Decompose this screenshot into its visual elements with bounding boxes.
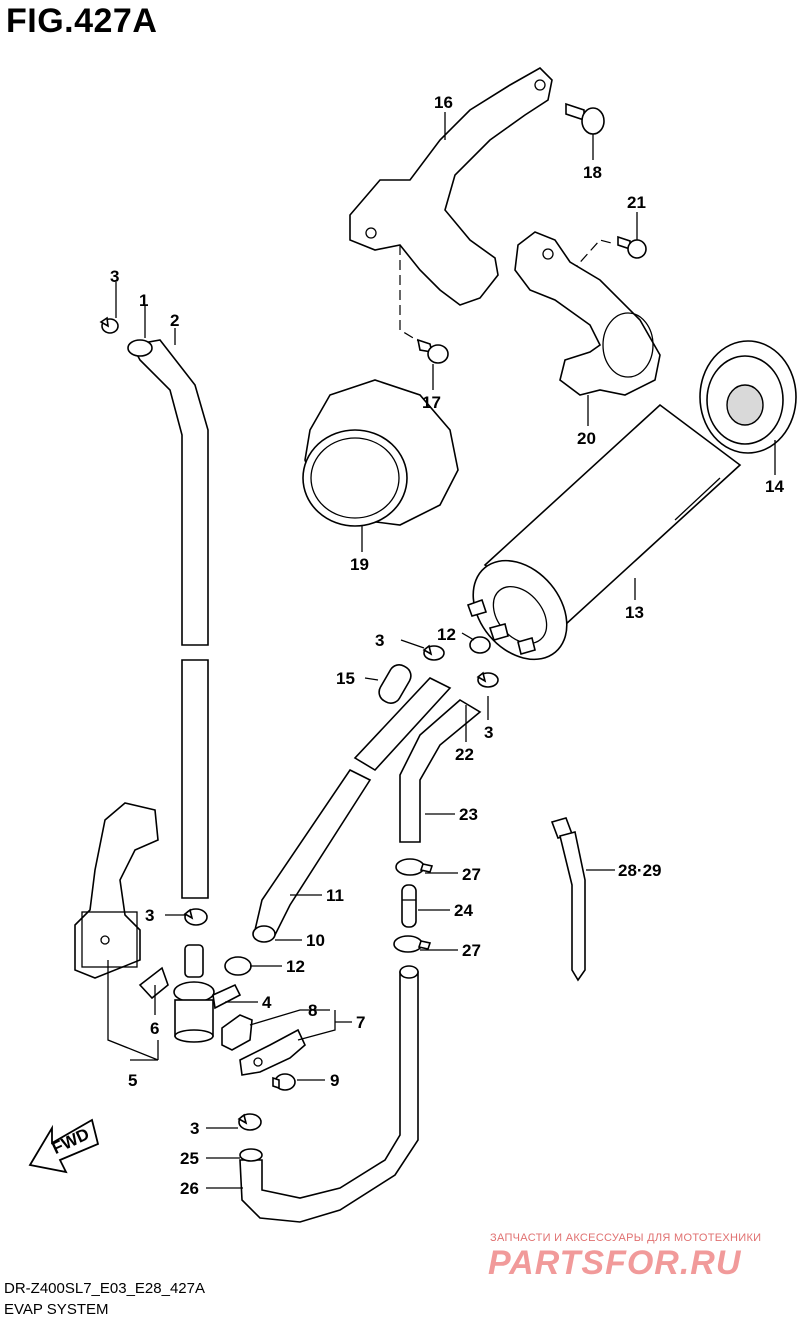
callout-24: 24 bbox=[454, 901, 473, 920]
callout-27-upper: 27 bbox=[462, 865, 481, 884]
part-3-clamp-bottom[interactable] bbox=[237, 1113, 262, 1131]
leader-lines bbox=[107, 112, 776, 1189]
watermark-logo: PARTSFOR.RU bbox=[488, 1244, 742, 1282]
callout-10: 10 bbox=[306, 931, 325, 950]
callout-3-top: 3 bbox=[110, 267, 119, 286]
callout-15: 15 bbox=[336, 669, 355, 688]
figure-code: DR-Z400SL7_E03_E28_427A bbox=[4, 1280, 205, 1297]
callout-2: 2 bbox=[170, 311, 179, 330]
callout-3-left: 3 bbox=[145, 906, 154, 925]
part-3-clamp-canister-left[interactable] bbox=[422, 644, 445, 661]
callout-12-canister: 12 bbox=[437, 625, 456, 644]
callout-9: 9 bbox=[330, 1071, 339, 1090]
figure-title: FIG.427A bbox=[6, 2, 158, 40]
watermark-caption: ЗАПЧАСТИ И АКСЕССУАРЫ ДЛЯ МОТОТЕХНИКИ bbox=[490, 1232, 762, 1244]
part-3-clamp-top[interactable] bbox=[99, 316, 119, 334]
part-4-valve[interactable] bbox=[173, 944, 242, 1043]
callout-28-29: 28·29 bbox=[618, 861, 661, 880]
part-26-hose[interactable] bbox=[239, 965, 419, 1223]
callout-25: 25 bbox=[180, 1149, 199, 1168]
callout-14: 14 bbox=[765, 477, 784, 496]
callout-27-lower: 27 bbox=[462, 941, 481, 960]
figure-name: EVAP SYSTEM bbox=[4, 1301, 109, 1318]
callout-22: 22 bbox=[455, 745, 474, 764]
callout-3-canister-right: 3 bbox=[484, 723, 493, 742]
callout-17: 17 bbox=[422, 393, 441, 412]
part-25-fitting[interactable] bbox=[239, 1148, 263, 1162]
part-13-canister[interactable] bbox=[454, 403, 742, 678]
callout-3-bottom: 3 bbox=[190, 1119, 199, 1138]
part-28-29-cable-tie[interactable] bbox=[550, 817, 586, 982]
part-17-bolt[interactable] bbox=[416, 338, 449, 364]
callout-21: 21 bbox=[627, 193, 646, 212]
part-3-clamp-canister-right[interactable] bbox=[476, 671, 499, 688]
callout-8: 8 bbox=[308, 1001, 317, 1020]
callout-23: 23 bbox=[459, 805, 478, 824]
part-7-bracket[interactable] bbox=[239, 1028, 306, 1076]
callout-11: 11 bbox=[326, 886, 344, 905]
callout-26: 26 bbox=[180, 1179, 199, 1198]
callout-13: 13 bbox=[625, 603, 644, 622]
callout-6: 6 bbox=[150, 1019, 159, 1038]
callout-12-lower: 12 bbox=[286, 957, 305, 976]
callout-4: 4 bbox=[262, 993, 272, 1012]
part-27-clamp-upper[interactable] bbox=[395, 858, 434, 876]
part-12-clamp-canister[interactable] bbox=[469, 636, 491, 654]
part-14-cap[interactable] bbox=[699, 340, 797, 454]
callout-1: 1 bbox=[139, 291, 148, 310]
fwd-arrow-icon: FWD bbox=[28, 1118, 100, 1174]
part-19-cover[interactable] bbox=[302, 379, 459, 527]
part-8-clip[interactable] bbox=[221, 1014, 253, 1051]
callout-16: 16 bbox=[434, 93, 453, 112]
callout-19: 19 bbox=[350, 555, 369, 574]
callout-18: 18 bbox=[583, 163, 602, 182]
callout-5: 5 bbox=[128, 1071, 137, 1090]
part-5-bracket[interactable] bbox=[74, 802, 159, 979]
part-24-connector[interactable] bbox=[401, 884, 417, 928]
part-15-plug[interactable] bbox=[375, 661, 414, 707]
callout-7: 7 bbox=[356, 1013, 365, 1032]
part-27-clamp-lower[interactable] bbox=[393, 935, 432, 953]
part-16-bracket[interactable] bbox=[349, 67, 553, 306]
callout-3-canister-left: 3 bbox=[375, 631, 384, 650]
part-6-clip[interactable] bbox=[138, 966, 169, 1000]
part-20-bracket[interactable] bbox=[514, 231, 661, 396]
part-21-bolt[interactable] bbox=[617, 235, 647, 259]
part-11-hose[interactable] bbox=[252, 677, 452, 943]
part-18-bolt[interactable] bbox=[565, 102, 605, 135]
callout-20: 20 bbox=[577, 429, 596, 448]
part-3-clamp-left[interactable] bbox=[183, 908, 208, 926]
part-22-23-hose[interactable] bbox=[399, 699, 482, 843]
part-12-clamp-lower[interactable] bbox=[224, 956, 252, 976]
part-9-screw[interactable] bbox=[272, 1073, 296, 1091]
part-1-2-hose[interactable] bbox=[127, 339, 209, 899]
